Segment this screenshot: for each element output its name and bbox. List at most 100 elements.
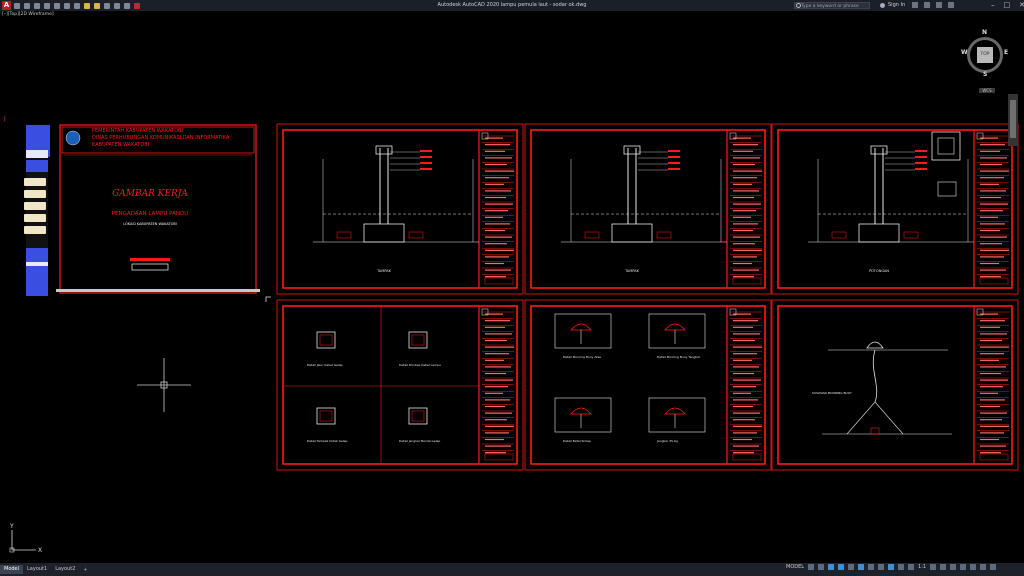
units-icon[interactable] xyxy=(940,564,947,570)
ortho-icon[interactable] xyxy=(828,564,835,570)
cover-location: LOKASI KABUPATEN WAKATOBI xyxy=(123,222,177,226)
open-icon[interactable] xyxy=(24,2,30,9)
otrack-icon[interactable] xyxy=(858,564,865,570)
cover-subtitle: PENGADAAN LAMPU PANDU xyxy=(112,211,189,217)
red-color-icon[interactable] xyxy=(134,2,140,9)
quick-props-icon[interactable] xyxy=(950,564,957,570)
nav-bar-thumb[interactable] xyxy=(1010,100,1016,138)
drawing-sheet-5[interactable]: Detail Mooring Buoy Atas Detail Mooring B… xyxy=(524,299,772,471)
print-icon[interactable] xyxy=(54,2,60,9)
new-icon[interactable] xyxy=(14,2,20,9)
user-icon xyxy=(880,3,885,8)
sheet-grid: TAMPAK TAMPAK POTONGAN Detail Jalur Kabel G… xyxy=(276,123,1019,471)
search-input[interactable]: Type a keyword or phrase xyxy=(794,2,870,9)
detail-caption: Jangkar 35 Kg xyxy=(656,439,678,443)
title-bar: A Autodesk AutoCAD 2020 lampu pemula lau… xyxy=(0,0,1024,11)
close-button[interactable]: ✕ xyxy=(1019,1,1024,9)
cover-header-1: PEMERINTAH KABUPATEN WAKATOBI xyxy=(92,128,183,134)
autocad-logo-icon[interactable]: A xyxy=(2,1,11,10)
transparency-icon[interactable] xyxy=(878,564,885,570)
customize-icon[interactable] xyxy=(990,564,997,570)
wcs-menu[interactable]: WCS xyxy=(979,88,995,93)
a360-icon[interactable] xyxy=(936,2,942,8)
undo-icon[interactable] xyxy=(64,2,70,9)
saveas-icon[interactable] xyxy=(44,2,50,9)
cover-sheet: PEMERINTAH KABUPATEN WAKATOBI DINAS PERH… xyxy=(24,124,260,296)
crosshair-cursor-icon xyxy=(137,358,191,412)
sign-in-label: Sign In xyxy=(888,2,906,8)
viewcube[interactable]: TOP N S W E xyxy=(961,29,1009,79)
detail-caption: Detail Batal Sirkap xyxy=(563,439,591,443)
cover-header-2: DINAS PERHUBUNGAN KOMUNIKASI DAN INFORMA… xyxy=(92,135,230,141)
maximize-button[interactable]: □ xyxy=(1003,1,1011,9)
polar-icon[interactable] xyxy=(838,564,845,570)
osnap-icon[interactable] xyxy=(848,564,855,570)
detail-caption: Detail Jangkar Benda Gelap xyxy=(399,439,440,443)
scale-display[interactable]: 1:1 xyxy=(918,564,927,570)
detail-caption: Detail Mooring Buoy Atas xyxy=(563,355,601,359)
drawing-sheet-1[interactable]: TAMPAK xyxy=(276,123,524,295)
detail-caption: Detail Pondasi Kabel Lampu xyxy=(399,363,441,367)
detail-caption: Detail Mooring Buoy Tangkal xyxy=(657,355,700,359)
sheet-caption: SUSUNAN MOORING BUOY xyxy=(812,391,852,395)
help-icon[interactable] xyxy=(948,2,954,8)
cover-title: GAMBAR KERJA xyxy=(112,189,188,199)
layer-icon[interactable] xyxy=(114,2,120,9)
ucs-icon: Y X xyxy=(9,523,42,554)
compass-north[interactable]: N xyxy=(982,29,988,36)
drawing-sheet-4[interactable]: Detail Jalur Kabel Gelap Detail Pondasi K… xyxy=(276,299,524,471)
compass-west[interactable]: W xyxy=(961,49,968,56)
svg-text:X: X xyxy=(38,547,42,554)
grid-icon[interactable] xyxy=(808,564,815,570)
drawing-sheet-2[interactable]: TAMPAK xyxy=(524,123,772,295)
light-icon[interactable] xyxy=(84,2,90,9)
annotation-icon[interactable] xyxy=(908,564,915,570)
viewport-controls-label[interactable]: [–][Top][2D Wireframe] xyxy=(2,12,54,17)
layout-tabs: Model Layout1 Layout2 + xyxy=(0,563,1024,576)
isolate-icon[interactable] xyxy=(960,564,967,570)
drawing-sheet-3[interactable]: POTONGAN xyxy=(771,123,1019,295)
snap-icon[interactable] xyxy=(818,564,825,570)
add-layout-button[interactable]: + xyxy=(83,566,88,573)
sheet-caption: POTONGAN xyxy=(869,269,889,273)
cube-icon[interactable] xyxy=(124,2,130,9)
viewcube-top-face[interactable]: TOP xyxy=(977,47,993,63)
cart-icon[interactable] xyxy=(912,2,918,8)
model-space-button[interactable]: MODEL xyxy=(786,564,805,570)
red-marker: J xyxy=(3,115,6,122)
compass-east[interactable]: E xyxy=(1004,49,1009,56)
save-icon[interactable] xyxy=(34,2,40,9)
lineweight-icon[interactable] xyxy=(868,564,875,570)
navigation-bar[interactable] xyxy=(1008,94,1018,146)
selection-icon[interactable] xyxy=(888,564,895,570)
compass-ring[interactable] xyxy=(967,37,1003,73)
compass-south[interactable]: S xyxy=(983,71,988,78)
minimize-button[interactable]: – xyxy=(991,1,995,9)
tab-layout2[interactable]: Layout2 xyxy=(55,566,76,572)
redo-icon[interactable] xyxy=(74,2,80,9)
detail-caption: Detail Jalur Kabel Gelap xyxy=(307,363,343,367)
status-bar: MODEL 1:1 xyxy=(786,564,997,570)
exchange-icon[interactable] xyxy=(924,2,930,8)
gizmo-icon[interactable] xyxy=(898,564,905,570)
search-icon xyxy=(796,3,801,8)
tab-layout1[interactable]: Layout1 xyxy=(27,566,48,572)
workspace-icon[interactable] xyxy=(94,2,100,9)
window-controls: – □ ✕ xyxy=(991,0,1024,11)
sign-in-button[interactable]: Sign In xyxy=(880,0,905,11)
sphere-icon[interactable] xyxy=(104,2,110,9)
government-logo-icon xyxy=(65,130,81,146)
window-title: Autodesk AutoCAD 2020 lampu pemula laut … xyxy=(437,2,587,8)
workspace-switch-icon[interactable] xyxy=(930,564,937,570)
detail-caption: Detail Tampak Kotak Gelap xyxy=(307,439,348,443)
clean-screen-icon[interactable] xyxy=(980,564,987,570)
titlebar-tools xyxy=(912,2,954,8)
sheet-caption: TAMPAK xyxy=(376,269,392,273)
tab-model[interactable]: Model xyxy=(0,565,24,574)
drawing-sheet-6[interactable]: SUSUNAN MOORING BUOY xyxy=(771,299,1019,471)
sheet-caption: TAMPAK xyxy=(624,269,640,273)
quick-access-toolbar xyxy=(14,0,140,11)
hardware-accel-icon[interactable] xyxy=(970,564,977,570)
cover-header-3: KABUPATEN WAKATOBI xyxy=(92,142,149,148)
